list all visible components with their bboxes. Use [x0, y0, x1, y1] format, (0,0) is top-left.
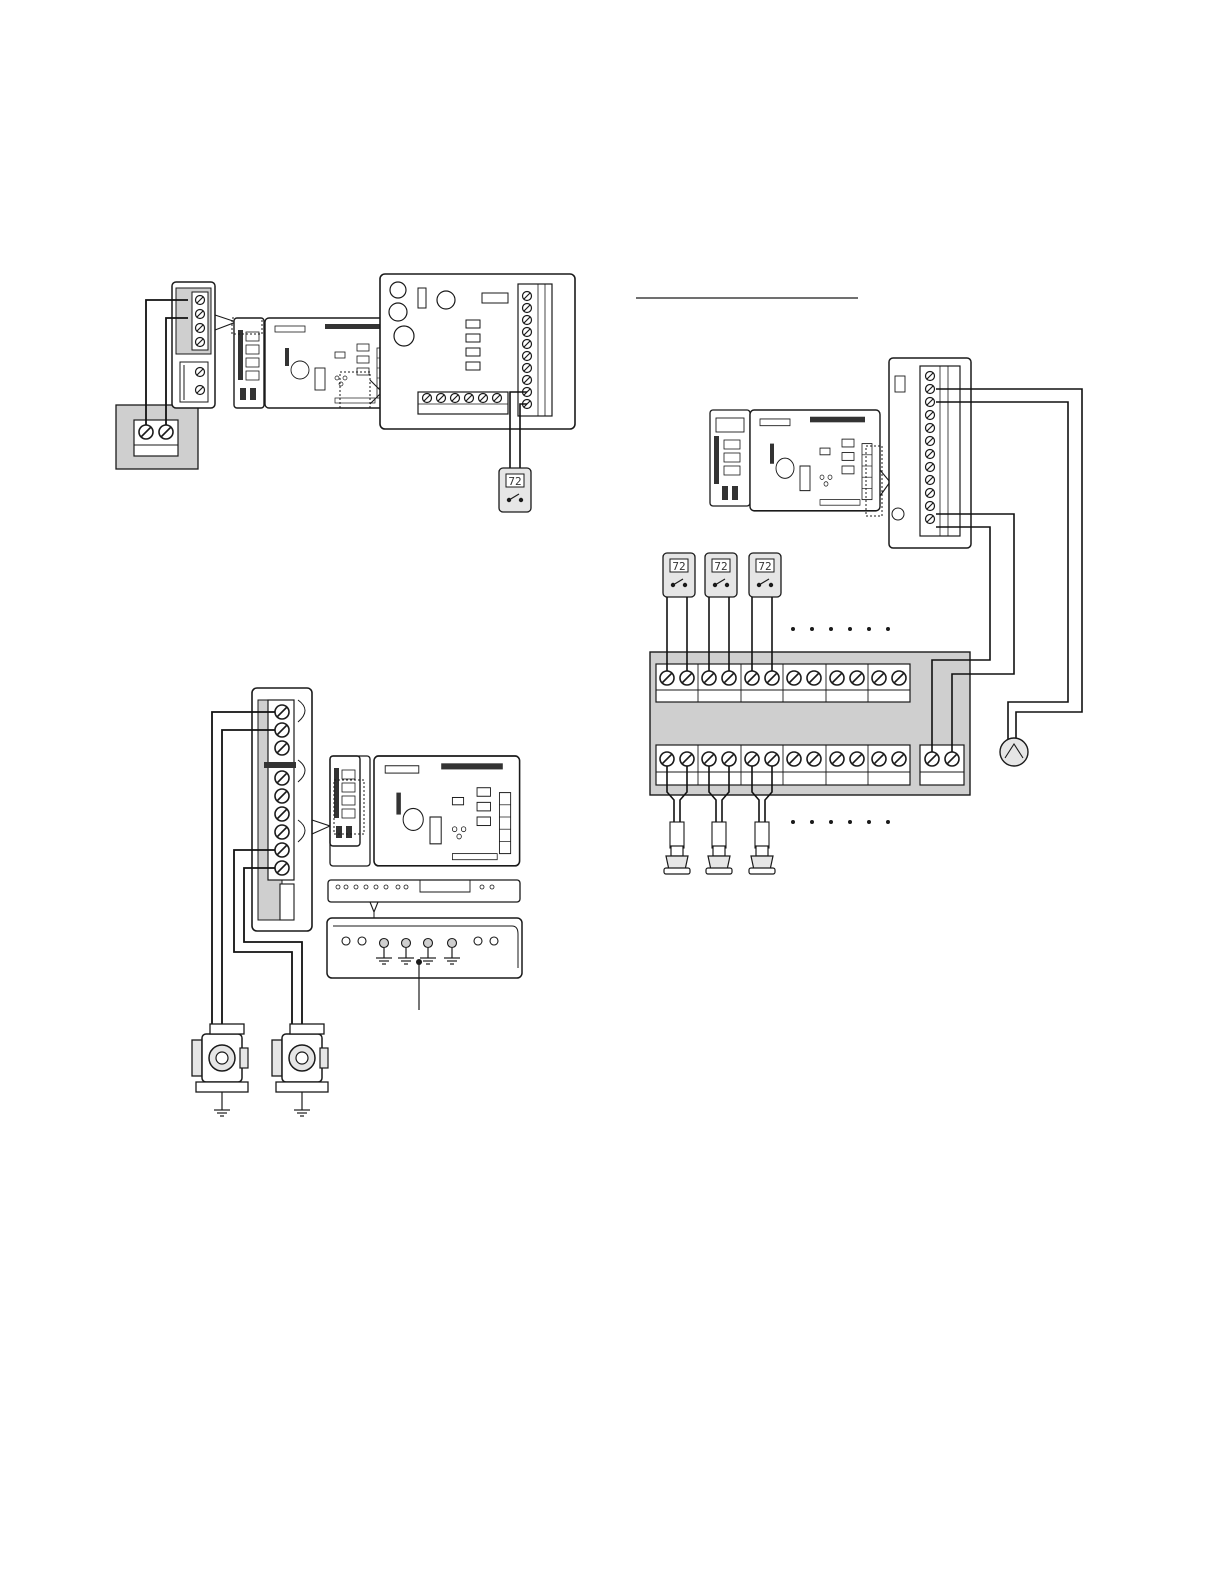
continuation-dots [791, 627, 890, 631]
zone-thermostat: 72 [663, 553, 695, 597]
diagram-thermostat-wiring: 72 [116, 274, 575, 512]
zone-panel [650, 652, 970, 795]
external-terminal [139, 425, 153, 439]
zone-actuator [749, 846, 775, 874]
relay-strip [234, 318, 264, 408]
board-edge-strip [328, 880, 520, 902]
pump-terminal-block [252, 688, 312, 931]
diagram-zone-panel-wiring: 72 72 72 [636, 298, 1082, 874]
zone-control-board [750, 410, 880, 511]
diagram-pump-wiring [192, 688, 522, 1116]
controller-enclosure [380, 274, 575, 429]
zone-actuator [664, 846, 690, 874]
thermostat-display: 72 [672, 560, 685, 573]
continuation-dots [791, 820, 890, 824]
circulator-pump [192, 1024, 248, 1092]
pump-control-board [374, 756, 520, 866]
circulator-pump [272, 1024, 328, 1092]
thermostat-display: 72 [758, 560, 771, 573]
zone-actuator [706, 846, 732, 874]
pump-relay-strip [330, 756, 360, 846]
external-terminal [159, 425, 173, 439]
ground-symbol [214, 1100, 230, 1116]
circulator-pump-symbol [1000, 738, 1028, 766]
zone-thermostat: 72 [749, 553, 781, 597]
ground-terminal-detail [327, 918, 522, 978]
thermostat-display: 72 [508, 475, 521, 488]
ground-symbol [294, 1100, 310, 1116]
zone-thermostat: 72 [705, 553, 737, 597]
thermostat-display: 72 [714, 560, 727, 573]
zone-terminal-block [889, 358, 971, 548]
control-board [265, 318, 395, 408]
thermostat: 72 [499, 468, 531, 512]
